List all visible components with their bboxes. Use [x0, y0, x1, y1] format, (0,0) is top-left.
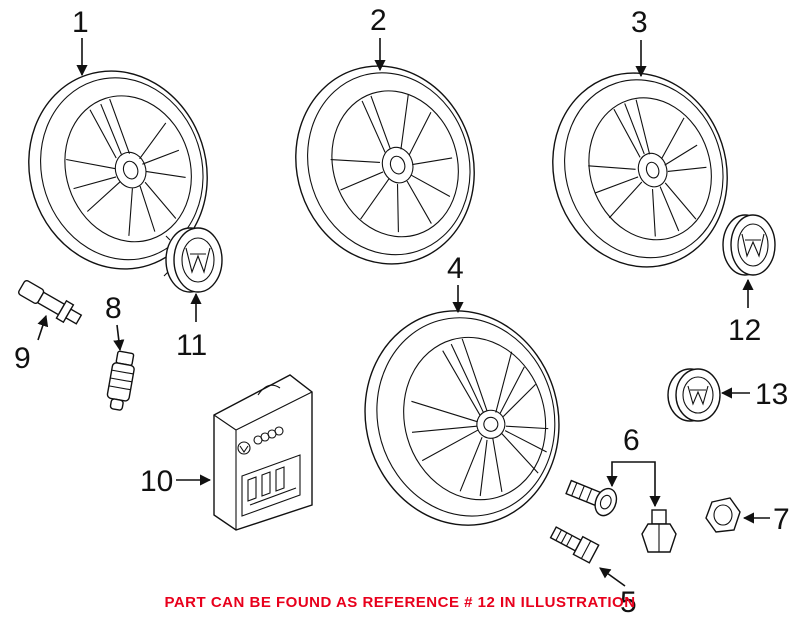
callout-8: 8 [105, 292, 122, 325]
callout-7: 7 [773, 503, 790, 536]
callout-6: 6 [623, 424, 640, 457]
valve-9 [18, 279, 83, 325]
callout-11: 11 [176, 329, 207, 362]
lug-bolt-6b [641, 509, 677, 553]
callout-2: 2 [370, 4, 387, 37]
valve-8 [106, 350, 135, 411]
reference-note: PART CAN BE FOUND AS REFERENCE # 12 IN I… [164, 594, 636, 611]
wheel-3 [552, 72, 728, 268]
callout-1: 1 [72, 6, 89, 39]
lug-bolt-6a [565, 479, 618, 517]
callout-4: 4 [447, 252, 464, 285]
center-cap-13 [667, 368, 721, 422]
callout-5: 5 [620, 586, 637, 619]
callout-9: 9 [14, 342, 31, 375]
callout-3: 3 [631, 6, 648, 39]
wheel-1 [28, 70, 208, 270]
lug-nut-7 [705, 497, 741, 533]
wheel-4 [364, 310, 560, 526]
callout-12: 12 [728, 314, 761, 347]
callout-13: 13 [755, 378, 788, 411]
bolt-kit-10 [213, 374, 313, 531]
wheel-2 [295, 65, 475, 265]
lug-bolt-5 [549, 526, 600, 564]
center-cap-12 [722, 214, 776, 276]
callout-10: 10 [140, 465, 173, 498]
center-cap-11 [163, 227, 223, 293]
